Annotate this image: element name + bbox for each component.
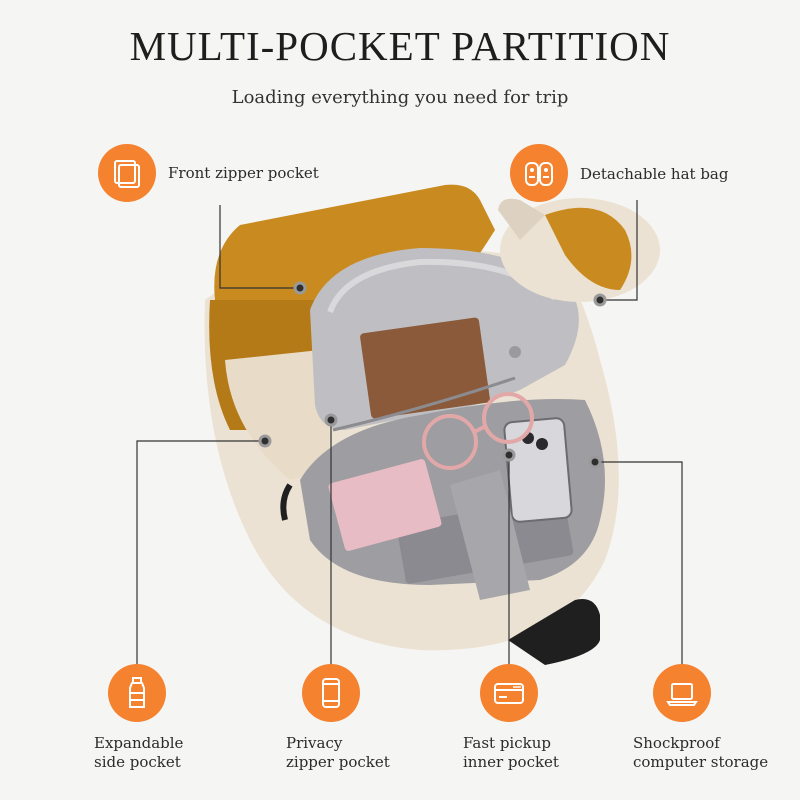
hat-bag-panel bbox=[545, 207, 632, 290]
bottle-icon bbox=[129, 677, 145, 708]
pickup-badge bbox=[480, 664, 538, 722]
phone-icon bbox=[322, 678, 340, 708]
front-zipper-badge bbox=[98, 144, 156, 202]
privacy-badge bbox=[302, 664, 360, 722]
handle-strap bbox=[508, 599, 600, 665]
page-subtitle: Loading everything you need for trip bbox=[231, 87, 569, 108]
computer-badge bbox=[653, 664, 711, 722]
glasses bbox=[422, 392, 534, 470]
notebook bbox=[328, 459, 442, 551]
page-title: MULTI-POCKET PARTITION bbox=[129, 23, 671, 69]
front-zipper-label: Front zipper pocket bbox=[168, 164, 319, 182]
connector-lines bbox=[136, 200, 683, 664]
computer-label: Shockproof computer storage bbox=[633, 734, 769, 771]
side-panel bbox=[225, 350, 330, 480]
wallet bbox=[360, 317, 490, 419]
pouch-icon bbox=[525, 162, 553, 186]
card-icon bbox=[494, 683, 524, 704]
side-pocket-label: Expandable side pocket bbox=[94, 734, 184, 771]
hat-bag-badge bbox=[510, 144, 568, 202]
privacy-label: Privacy zipper pocket bbox=[286, 734, 390, 771]
pickup-label: Fast pickup inner pocket bbox=[463, 734, 559, 771]
laptop-icon bbox=[666, 683, 698, 706]
pocket-icon bbox=[114, 160, 140, 188]
connector-dots bbox=[258, 281, 607, 469]
phone bbox=[503, 417, 573, 523]
side-pocket-badge bbox=[108, 664, 166, 722]
hat-bag-label: Detachable hat bag bbox=[580, 165, 729, 183]
